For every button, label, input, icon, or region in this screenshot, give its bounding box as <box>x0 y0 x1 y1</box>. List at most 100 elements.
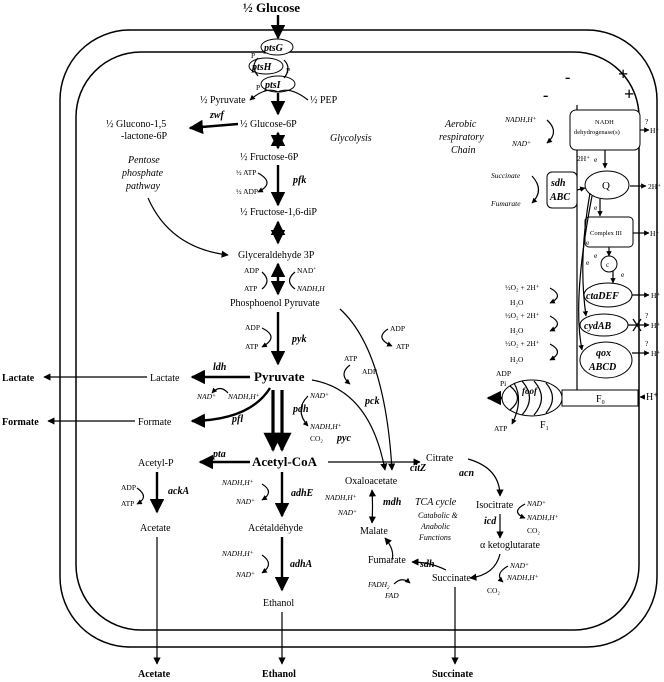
nadh-in-label: NADH,H⁺ <box>504 115 537 124</box>
lactate-output-label: Lactate <box>2 373 35 384</box>
isocitrate-label: Isocitrate <box>476 500 514 511</box>
tca-label-3: Anabolic <box>420 522 450 531</box>
acetate-label: Acetate <box>140 523 171 534</box>
fbp-label: ½ Fructose-1,6-diP <box>240 207 317 218</box>
sdh-tca-cofactor-curve <box>393 577 411 585</box>
f0-sub: 0 <box>602 400 605 406</box>
g3p-nadh-label: NADH,H <box>296 284 325 293</box>
outer-cell-wall <box>59 29 658 648</box>
akg-nad-label: NAD⁺ <box>509 561 529 570</box>
cta-h-out: H⁺ <box>651 291 660 300</box>
adhe-nadh-label: NADH,H⁺ <box>221 478 254 487</box>
acetate-output-label: Acetate <box>138 669 171 680</box>
icd-cofactor-curve <box>516 503 526 519</box>
qox-q-mark: ? <box>645 339 649 348</box>
ack-cofactor-curve <box>136 487 145 505</box>
complex3-label: Complex III <box>590 230 622 237</box>
akg-succinate-arrow <box>469 553 501 581</box>
f1-label: F1 <box>540 420 549 432</box>
pfl-label: pfl <box>231 414 243 425</box>
adha-cofactor-curve <box>261 554 270 574</box>
malate-label: Malate <box>360 526 388 537</box>
malate-fumarate-arrow <box>384 537 394 561</box>
ack-atp-label: ATP <box>121 499 134 508</box>
gluconolactone-label-1: ½ Glucono-1,5 <box>106 119 166 130</box>
icd-nadh-label: NADH,H⁺ <box>526 513 559 522</box>
q-ellipse <box>584 170 630 200</box>
pck-adp-label: ADP <box>390 324 405 333</box>
inner-cell-membrane <box>75 51 640 631</box>
o2-1-label: ½O₂ + 2H⁺ <box>505 283 540 292</box>
g3p-adp-label: ADP <box>244 266 259 275</box>
adhe-nad-label: NAD⁺ <box>235 497 255 506</box>
pdh-nadh-label: NADH,H⁺ <box>309 422 342 431</box>
pyk-cofactor-curve <box>261 327 272 348</box>
nadh-dh-q-mark: ? <box>645 117 649 126</box>
f0-label: F0 <box>596 394 605 406</box>
sdh-tca-label: sdh <box>419 559 435 570</box>
pts-phospho-3: P <box>256 83 260 92</box>
pyc-cofactor-curve <box>343 364 351 385</box>
atpase-stripe-2 <box>521 380 531 416</box>
atpase-pi-label: Pi <box>500 379 506 388</box>
cyd-q-mark: ? <box>645 311 649 320</box>
g3p-nad-text: NAD <box>297 266 314 275</box>
tca-label-1: TCA cycle <box>415 497 457 508</box>
resp-label-1: Aerobic <box>444 119 477 130</box>
adha-nadh-label: NADH,H⁺ <box>221 549 254 558</box>
e3-label: e <box>594 251 598 260</box>
e1-label: e <box>594 155 598 164</box>
acka-label: ackA <box>168 486 189 497</box>
h2o-1-label: H₂O <box>510 298 524 307</box>
g3p-atp-curve <box>261 271 268 290</box>
atpase-h-in: H⁺ <box>646 392 659 403</box>
complex3-h-out: H⁺ <box>650 229 659 238</box>
acetylp-label: Acetyl-P <box>138 458 174 469</box>
succinate-output-label: Succinate <box>432 669 474 680</box>
sdh-resp-curve <box>531 175 540 204</box>
ptsi-label: ptsI <box>264 80 282 91</box>
g6p-label: ½ Glucose-6P <box>240 119 297 130</box>
sdh-abc-label-1: sdh <box>550 178 566 189</box>
ldh-nad-label: NAD⁺ <box>196 392 216 401</box>
icd-nad-label: NAD⁺ <box>526 499 546 508</box>
pdh-nad-label: NAD⁺ <box>309 391 329 400</box>
atpase-stripe-4 <box>545 382 554 414</box>
ldh-label: ldh <box>213 362 227 373</box>
pyk-atp-label: ATP <box>245 342 258 351</box>
q-label: Q <box>602 180 610 192</box>
ptsh-label: ptsH <box>251 62 273 73</box>
atpase-stripe-3 <box>533 380 543 416</box>
pyc-label: pyc <box>336 433 351 444</box>
pck-label: pck <box>364 396 379 407</box>
f6p-label: ½ Fructose-6P <box>240 152 299 163</box>
pyruvate-label: Pyruvate <box>254 369 305 384</box>
pyc-atp-label: ATP <box>344 354 357 363</box>
g3p-nad-label: NAD+ <box>297 266 316 275</box>
zwf-label: zwf <box>209 110 226 121</box>
ethanol-output-label: Ethanol <box>262 669 296 680</box>
icd-label: icd <box>484 516 497 527</box>
zwf-arrow <box>188 119 239 135</box>
resp-label-3: Chain <box>451 145 475 156</box>
charge-plus-1: + <box>618 64 628 84</box>
cyd-h-out: H⁺ <box>651 321 660 330</box>
mdh-label: mdh <box>383 497 402 508</box>
cta-o2-curve <box>549 287 559 304</box>
pdh-cofactor-curve <box>300 395 309 427</box>
qox-h-out: H⁺ <box>651 349 660 358</box>
fadh2-text: FADH <box>367 580 388 589</box>
resp-fumarate-label: Fumarate <box>490 199 521 208</box>
adhe-label: adhE <box>291 488 314 499</box>
glucose-label: ½ Glucose <box>243 0 300 15</box>
pck-atp-label: ATP <box>396 342 409 351</box>
pdh-co2-label: CO₂ <box>310 434 323 443</box>
formate-label: Formate <box>138 417 172 428</box>
adha-nad-label: NAD⁺ <box>235 570 255 579</box>
e2-label: e <box>594 203 598 212</box>
akg-cofactor-curve <box>497 565 509 583</box>
pep-oxaloacetate-pck-arrow <box>339 308 396 471</box>
f0-text: F <box>596 394 602 405</box>
half-pep-label: ½ PEP <box>310 95 338 106</box>
gluconolactone-label-2: -lactone-6P <box>121 131 168 142</box>
